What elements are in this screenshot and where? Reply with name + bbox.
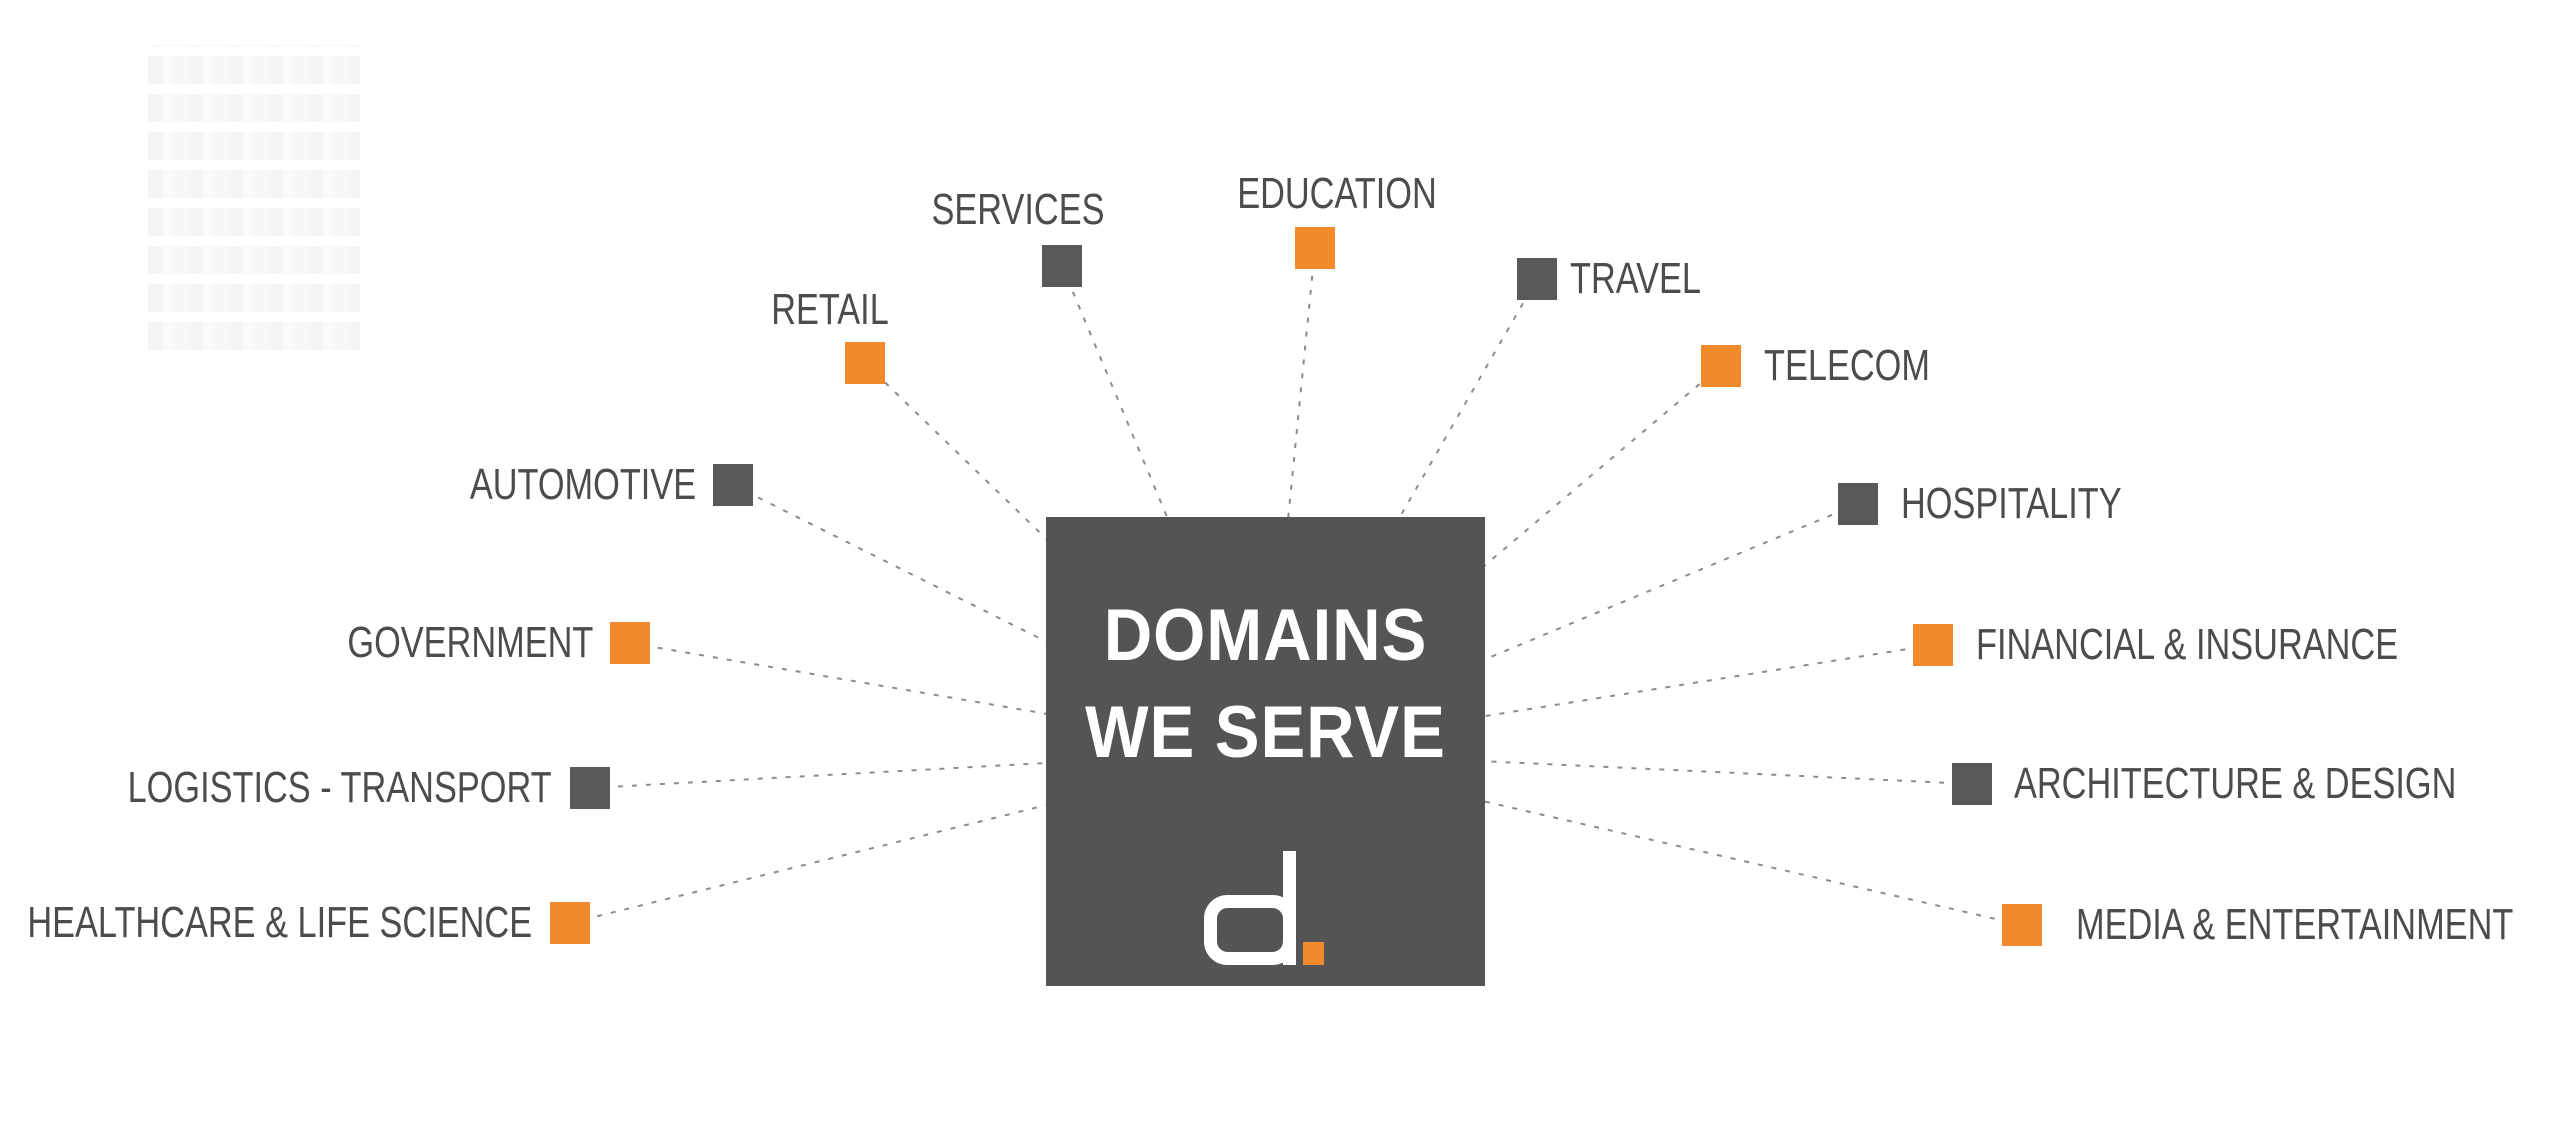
domain-label: AUTOMOTIVE xyxy=(469,460,696,509)
domain-marker-square xyxy=(1517,258,1557,300)
domain-label: ARCHITECTURE & DESIGN xyxy=(2014,759,2457,808)
domain-label: MEDIA & ENTERTAINMENT xyxy=(2076,900,2514,949)
domain-label: TELECOM xyxy=(1764,341,1930,390)
page-title: DOMAINS WE SERVE xyxy=(1064,587,1468,781)
domain-label: EDUCATION xyxy=(1237,169,1437,218)
domain-marker-square xyxy=(1701,345,1741,387)
domain-label: SERVICES xyxy=(931,185,1105,234)
domain-marker-square xyxy=(1913,624,1953,666)
domain-marker-square xyxy=(610,622,650,664)
d-logo-stem xyxy=(1283,851,1296,965)
domain-marker-square xyxy=(1295,227,1335,269)
domain-marker-square xyxy=(1838,483,1878,525)
domain-label: LOGISTICS - TRANSPORT xyxy=(128,763,552,812)
domain-label: HEALTHCARE & LIFE SCIENCE xyxy=(27,898,532,947)
domain-marker-square xyxy=(713,464,753,506)
domain-label: RETAIL xyxy=(771,285,889,334)
domain-marker-square xyxy=(550,902,590,944)
d-logo-bowl xyxy=(1204,895,1296,965)
faint-watermark xyxy=(148,45,360,360)
center-box: DOMAINS WE SERVE xyxy=(1046,517,1485,986)
title-line-2: WE SERVE xyxy=(1085,692,1446,773)
domain-marker-square xyxy=(1042,245,1082,287)
domain-label: HOSPITALITY xyxy=(1901,479,2122,528)
d-logo-orange-dot xyxy=(1303,942,1324,965)
domain-label: GOVERNMENT xyxy=(347,618,593,667)
domain-marker-square xyxy=(1952,763,1992,805)
domain-label: TRAVEL xyxy=(1570,254,1701,303)
d-logo xyxy=(1204,851,1324,965)
domain-marker-square xyxy=(570,767,610,809)
domain-label: FINANCIAL & INSURANCE xyxy=(1976,620,2399,669)
domain-marker-square xyxy=(2002,904,2042,946)
title-line-1: DOMAINS xyxy=(1103,595,1428,676)
domain-marker-square xyxy=(845,342,885,384)
